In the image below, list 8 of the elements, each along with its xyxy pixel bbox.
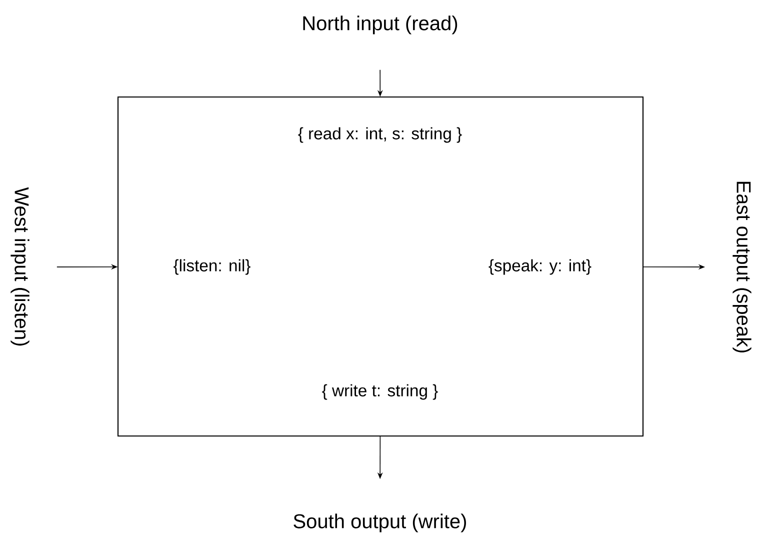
- field-label: { read x: int, s: string }: [298, 127, 462, 143]
- field-label: {speak: y: int}: [488, 259, 592, 275]
- port-label: South output (write): [294, 514, 466, 532]
- port-label: West input (listen): [10, 187, 30, 346]
- port-label: North input (read): [303, 16, 458, 34]
- field-label: {listen: nil}: [174, 259, 250, 275]
- field-label: { write t: string }: [322, 384, 438, 400]
- port-label: East output (speak): [732, 182, 752, 352]
